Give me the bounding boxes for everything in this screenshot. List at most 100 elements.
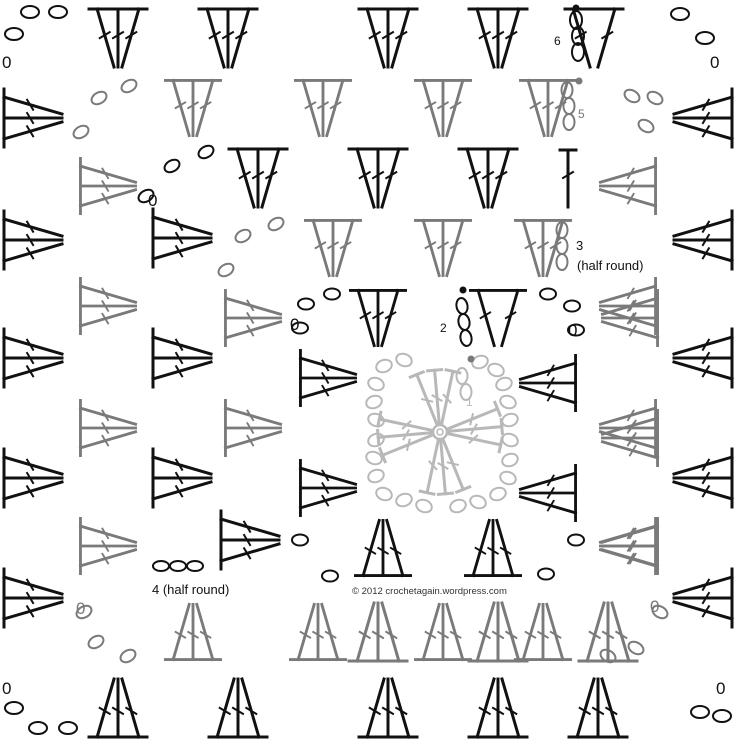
stitch-stroke (504, 311, 517, 320)
stitch-stroke (195, 602, 215, 662)
stitch-stroke (174, 101, 187, 110)
stitch-stroke (2, 575, 64, 596)
chain-oval-icon (469, 494, 487, 510)
stitch-stroke (174, 630, 187, 639)
stitch-stroke (428, 460, 438, 471)
chain-oval-icon (690, 705, 710, 719)
stitch-stroke (468, 170, 482, 180)
stitch-stroke (626, 287, 635, 300)
chain-oval-icon (119, 648, 137, 664)
stitch-cluster-icon (78, 399, 138, 457)
stitch-stroke (408, 369, 426, 380)
stitch-stroke (701, 578, 711, 592)
stitch-stroke (437, 461, 449, 470)
stitch-stroke (365, 7, 386, 69)
stitch-stroke (174, 231, 184, 245)
stitch-stroke (672, 455, 734, 476)
stitch-stroke (701, 471, 711, 485)
stitch-stroke (571, 7, 592, 69)
stitch-stroke (231, 706, 245, 716)
stitch-stroke (445, 602, 465, 662)
stitch-cluster-icon (357, 7, 419, 69)
stitch-stroke (585, 601, 606, 663)
copyright-text: © 2012 crochetagain.wordpress.com (352, 586, 507, 597)
stitch-stroke (78, 284, 138, 304)
stitch-stroke (701, 220, 711, 234)
stitch-stroke (545, 218, 565, 278)
chain-oval-icon (555, 253, 569, 271)
chain-oval-icon (367, 412, 385, 428)
stitch-stroke (701, 458, 711, 472)
stitch-stroke (701, 338, 711, 352)
stitch-stroke (230, 7, 251, 69)
stitch-stroke (316, 101, 330, 110)
stitch-stroke (471, 518, 491, 578)
stitch-stroke (672, 480, 734, 501)
stitch-cluster-icon (672, 87, 734, 149)
stitch-stroke (500, 7, 521, 69)
chain-oval-icon (87, 634, 105, 650)
stitch-stroke (2, 455, 64, 476)
stitch-stroke (628, 324, 637, 337)
slip-stitch-dot-icon (467, 355, 475, 363)
stitch-cluster-icon (672, 327, 734, 389)
stitch-stroke (120, 677, 141, 739)
chain-oval-icon (367, 432, 385, 448)
chain-oval-icon (321, 569, 339, 583)
chain-oval-icon (627, 640, 645, 656)
stitch-stroke (701, 364, 711, 378)
stitch-cluster-icon (164, 602, 222, 662)
stitch-stroke (223, 406, 283, 426)
stitch-stroke (465, 147, 486, 209)
stitch-stroke (628, 444, 637, 457)
stitch-cluster-icon (219, 509, 281, 571)
stitch-stroke (242, 546, 252, 560)
stitch-stroke (246, 434, 255, 447)
stitch-cluster-icon (518, 354, 578, 412)
stitch-stroke (298, 466, 358, 486)
chain-oval-icon (375, 358, 393, 374)
stitch-stroke (596, 7, 617, 69)
stitch-cluster-icon (223, 399, 283, 457)
stitch-cluster-icon (600, 517, 660, 575)
chain-oval-icon (217, 262, 235, 278)
stitch-stroke (491, 30, 505, 40)
chain-oval-icon (499, 470, 517, 486)
stitch-stroke (445, 78, 465, 138)
stitch-stroke (421, 602, 441, 662)
chain-oval-icon (487, 362, 505, 378)
stitch-cluster-icon (672, 567, 734, 629)
stitch-cluster-icon (567, 677, 629, 739)
stitch-stroke (432, 368, 441, 425)
stitch-stroke (598, 164, 658, 184)
stitch-stroke (98, 30, 112, 40)
stitch-stroke (575, 677, 596, 739)
stitch-stroke (701, 98, 711, 112)
stitch-stroke (78, 164, 138, 184)
stitch-stroke (25, 111, 35, 125)
stitch-stroke (521, 602, 541, 662)
stitch-cluster-icon (151, 327, 213, 389)
chain-oval-icon (234, 228, 252, 244)
stitch-stroke (361, 518, 381, 578)
stitch-stroke (536, 241, 550, 250)
stitch-stroke (441, 438, 466, 492)
stitch-stroke (598, 406, 658, 426)
stitch-stroke (377, 446, 388, 464)
stitch-stroke (546, 376, 555, 390)
stitch-stroke (101, 179, 110, 193)
stitch-cluster-icon (78, 277, 138, 335)
stitch-stroke (101, 167, 110, 180)
stitch-stroke (701, 233, 711, 247)
stitch-stroke (238, 170, 252, 180)
stitch-stroke (246, 409, 255, 422)
stitch-stroke (672, 217, 734, 238)
stitch-stroke (101, 299, 110, 313)
stitch-stroke (495, 518, 515, 578)
stitch-stroke (504, 630, 518, 640)
chain-oval-icon (539, 287, 557, 301)
stitch-cluster-icon (457, 147, 519, 209)
stitch-stroke (500, 677, 521, 739)
stitch-stroke (380, 601, 401, 663)
stitch-stroke (394, 30, 408, 40)
